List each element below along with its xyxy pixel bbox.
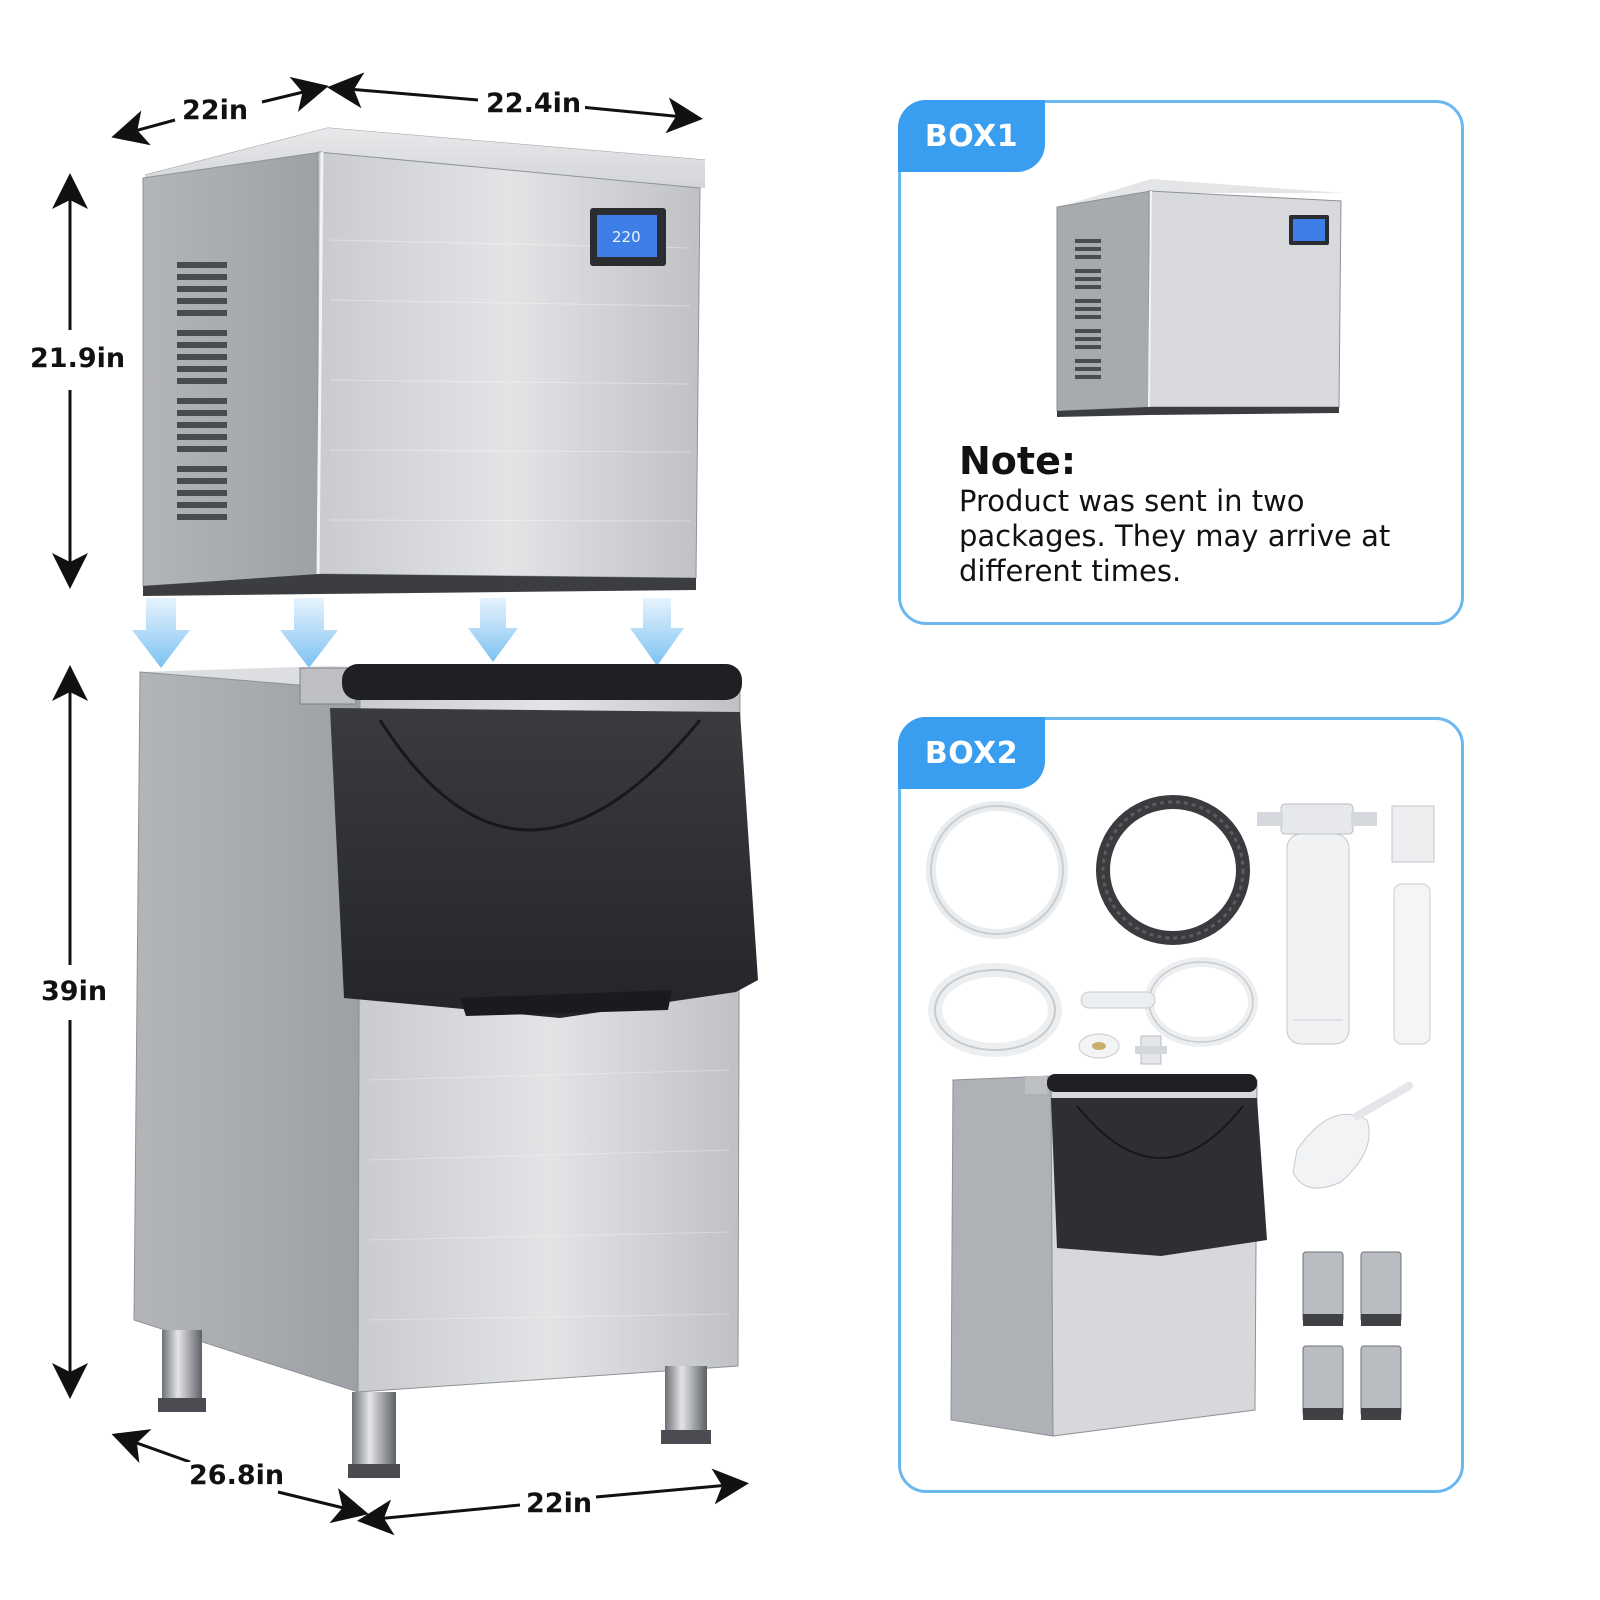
box2-tag: BOX2 bbox=[898, 717, 1045, 789]
box2-panel: BOX2 bbox=[898, 717, 1464, 1493]
box1-head-unit-image bbox=[1056, 179, 1343, 417]
tubing-coil bbox=[926, 801, 1068, 939]
ice-scoop bbox=[1292, 1082, 1413, 1189]
box2-accessories-image bbox=[926, 795, 1435, 1437]
leveling-leg bbox=[1302, 1345, 1344, 1420]
water-filter bbox=[1257, 803, 1377, 1045]
dim-top-height: 21.9in bbox=[26, 345, 130, 372]
tubing-ring bbox=[928, 963, 1062, 1057]
box2-storage-bin-image bbox=[950, 1074, 1267, 1437]
down-arrow-icon bbox=[468, 598, 518, 662]
tape-roll bbox=[1078, 1033, 1120, 1059]
ice-storage-bin bbox=[133, 664, 758, 1478]
product-illustration: 220 bbox=[52, 72, 758, 1536]
down-arrow-icon bbox=[132, 598, 190, 668]
dimension-lines bbox=[52, 72, 749, 1536]
fitting bbox=[1135, 1035, 1167, 1065]
dim-bin-height: 39in bbox=[37, 978, 112, 1005]
down-arrows bbox=[132, 598, 684, 668]
drain-hose-coil bbox=[1096, 795, 1250, 945]
box1-tag: BOX1 bbox=[898, 100, 1045, 172]
box1-panel: BOX1 Note: Product was sent in two packa… bbox=[898, 100, 1464, 625]
dim-top-depth: 22in bbox=[178, 97, 253, 124]
note-text: Product was sent in two packages. They m… bbox=[959, 484, 1391, 588]
display-reading: 220 bbox=[612, 228, 641, 246]
down-arrow-icon bbox=[630, 598, 684, 666]
ice-machine-head: 220 bbox=[142, 127, 706, 596]
leveling-leg bbox=[1302, 1251, 1344, 1326]
leveling-leg bbox=[1360, 1345, 1402, 1420]
dim-bin-width: 22in bbox=[522, 1490, 597, 1517]
filter-wrench bbox=[1080, 957, 1258, 1047]
filter-cartridge bbox=[1391, 805, 1435, 1045]
dim-top-width: 22.4in bbox=[482, 90, 586, 117]
down-arrow-icon bbox=[280, 598, 338, 668]
dim-bin-depth: 26.8in bbox=[185, 1462, 289, 1489]
leveling-leg bbox=[1360, 1251, 1402, 1326]
note-title: Note: bbox=[959, 439, 1077, 483]
